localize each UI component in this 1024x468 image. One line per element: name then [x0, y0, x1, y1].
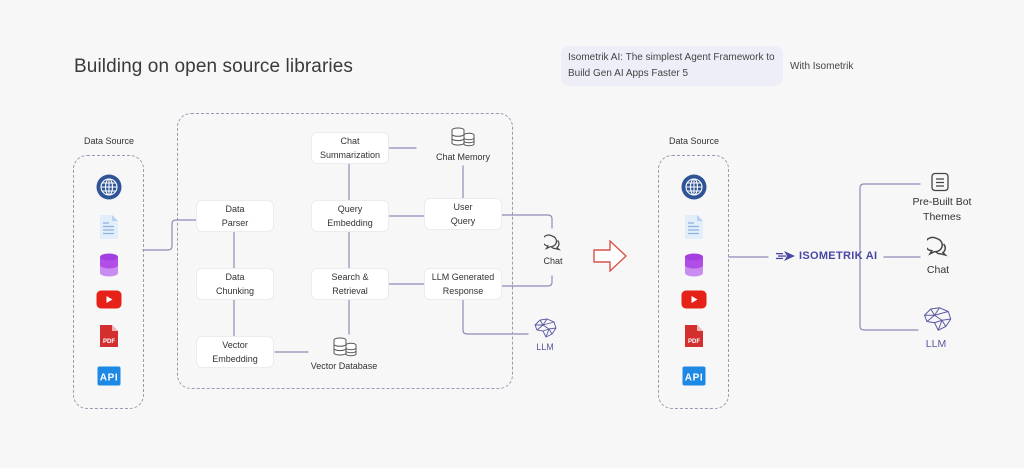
api-icon[interactable]: API — [97, 366, 121, 391]
bot-themes-document-icon — [931, 172, 949, 192]
page-title: Building on open source libraries — [74, 56, 353, 77]
isometrik-logo-icon — [776, 251, 795, 261]
node-label-line: Embedding — [212, 354, 258, 364]
node-data-parser[interactable]: Data Parser — [196, 200, 274, 232]
chat-bubbles-icon — [544, 234, 561, 251]
node-label-line: LLM Generated — [431, 272, 495, 282]
promo-banner[interactable]: Isometrik AI: The simplest Agent Framewo… — [561, 46, 783, 86]
node-label-line: Chunking — [215, 286, 255, 296]
data-source-label-right: Data Source — [668, 136, 720, 146]
node-search-retrieval[interactable]: Search & Retrieval — [311, 268, 389, 300]
themes-label-line: Themes — [923, 211, 961, 223]
database-icon-right[interactable] — [684, 253, 704, 282]
chat-memory-database-icon — [451, 127, 475, 147]
document-icon[interactable] — [99, 214, 119, 245]
pdf-icon[interactable]: PDF — [99, 324, 119, 353]
node-label-line: Data — [225, 272, 245, 282]
node-label-line: Data — [225, 204, 245, 214]
node-llm-response[interactable]: LLM Generated Response — [424, 268, 502, 300]
themes-label-line: Pre-Built Bot — [912, 196, 972, 208]
line-userquery-chat — [501, 214, 553, 229]
node-vector-embedding[interactable]: Vector Embedding — [196, 336, 274, 368]
node-label-line: User — [453, 202, 473, 212]
line-source-to-parser — [142, 219, 197, 251]
data-source-label-left: Data Source — [83, 136, 135, 146]
chat-label-right: Chat — [926, 264, 950, 276]
llm-brain-icon — [534, 318, 557, 338]
web-globe-icon[interactable] — [96, 174, 122, 205]
node-data-chunking[interactable]: Data Chunking — [196, 268, 274, 300]
llm-label-left: LLM — [536, 342, 554, 352]
svg-text:API: API — [100, 372, 118, 383]
llm-label-right: LLM — [925, 338, 947, 350]
node-label-line: Chat — [340, 136, 360, 146]
chat-bubbles-icon-right — [927, 236, 948, 257]
pdf-icon-right[interactable]: PDF — [684, 324, 704, 353]
svg-text:PDF: PDF — [103, 339, 115, 345]
node-user-query[interactable]: User Query — [424, 198, 502, 230]
document-icon-right[interactable] — [684, 214, 704, 245]
svg-text:PDF: PDF — [688, 339, 700, 345]
line-llmresp-chat — [501, 275, 553, 287]
pipeline-container — [177, 113, 513, 389]
isometrik-brand[interactable]: ISOMETRIK AI — [776, 250, 877, 262]
node-label-line: Retrieval — [332, 286, 368, 296]
node-label-line: Response — [442, 286, 484, 296]
llm-brain-icon-right — [923, 307, 952, 331]
data-source-box-left — [73, 155, 144, 409]
node-label-line: Query — [450, 216, 476, 226]
isometrik-brand-text: ISOMETRIK AI — [799, 250, 878, 262]
youtube-icon[interactable] — [96, 290, 122, 314]
database-icon[interactable] — [99, 253, 119, 282]
chat-memory-label: Chat Memory — [435, 152, 490, 162]
chat-label-left: Chat — [543, 256, 563, 266]
with-isometrik-label: With Isometrik — [790, 61, 854, 72]
pre-built-bot-themes-label: Pre-Built Bot Themes — [902, 195, 982, 225]
node-label-line: Parser — [221, 218, 249, 228]
web-globe-icon-right[interactable] — [681, 174, 707, 205]
youtube-icon-right[interactable] — [681, 290, 707, 314]
node-label-line: Embedding — [327, 218, 373, 228]
api-icon-right[interactable]: API — [682, 366, 706, 391]
transition-arrow-icon — [593, 240, 627, 272]
data-source-box-right — [658, 155, 729, 409]
line-llmresp-llm — [462, 299, 529, 335]
node-label-line: Summarization — [319, 150, 381, 160]
line-brand-branches — [859, 183, 921, 331]
node-label-line: Search & — [331, 272, 369, 282]
vector-database-label: Vector Database — [310, 361, 378, 371]
node-query-embedding[interactable]: Query Embedding — [311, 200, 389, 232]
node-chat-summarization[interactable]: Chat Summarization — [311, 132, 389, 164]
node-label-line: Vector — [222, 340, 248, 350]
svg-text:API: API — [685, 372, 703, 383]
node-label-line: Query — [337, 204, 363, 214]
vector-database-icon — [333, 337, 357, 357]
